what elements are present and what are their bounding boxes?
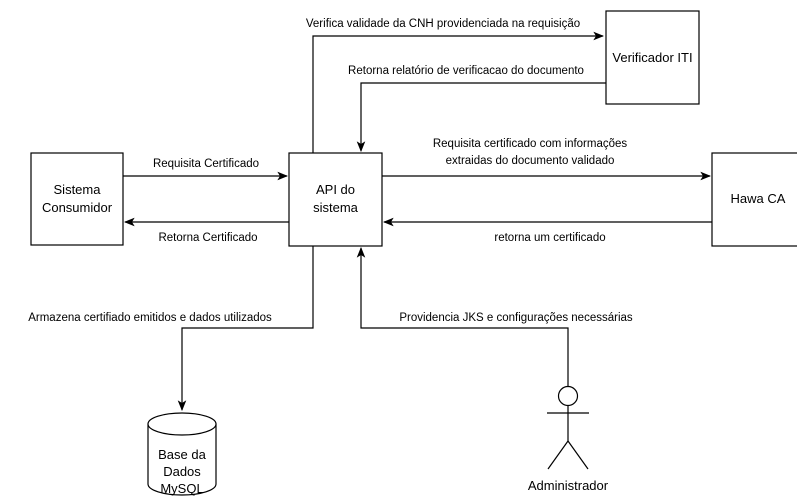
edge-label: retorna um certificado [494,232,605,244]
edge-label: Retorna relatório de verificacao do docu… [348,65,584,77]
edge-label: Armazena certifiado emitidos e dados uti… [28,312,272,324]
edge-armazena[interactable]: Armazena certifiado emitidos e dados uti… [28,246,314,412]
actor-left-leg [547,440,569,470]
edge-retorna-certificado[interactable]: Retorna Certificado [123,217,289,244]
actor-head [557,385,579,407]
node-database-mysql[interactable]: Base da Dados MySQL [147,412,217,496]
node-label-line: MySQL [160,481,203,496]
edge-retorna-um-certificado[interactable]: retorna um certificado [382,217,712,244]
edge-label: Providencia JKS e configurações necessár… [399,312,633,324]
edge-label: Requisita certificado com informações [433,138,628,150]
actor-administrador[interactable]: Administrador [528,385,609,494]
edge-label: Verifica validade da CNH providenciada n… [306,18,580,30]
edge-requisita-certificado[interactable]: Requisita Certificado [123,158,289,181]
node-label-line: Sistema [54,182,102,197]
node-api-do-sistema[interactable]: API do sistema [288,152,383,247]
actor-label: Administrador [528,478,609,493]
edge-providencia[interactable]: Providencia JKS e configurações necessár… [356,246,633,386]
edge-retorna-relatorio[interactable]: Retorna relatório de verificacao do docu… [348,65,606,153]
node-label-line: Dados [163,464,201,479]
node-sistema-consumidor[interactable]: Sistema Consumidor [30,152,124,246]
node-label-line: Verificador ITI [612,50,692,65]
actor-right-leg [567,440,589,470]
node-label-line: sistema [313,200,359,215]
node-label-line: Hawa CA [731,191,786,206]
node-label-line: API do [316,182,355,197]
edge-requisita-hawa[interactable]: Requisita certificado com informações ex… [382,138,712,181]
node-verificador-iti[interactable]: Verificador ITI [605,10,700,105]
edge-verifica-cnh[interactable]: Verifica validade da CNH providenciada n… [306,18,605,153]
node-label-line: Consumidor [42,200,113,215]
node-label-line: Base da [158,447,206,462]
edge-label: Requisita Certificado [153,158,259,170]
edge-label: extraidas do documento validado [446,155,615,167]
edge-label: Retorna Certificado [158,232,257,244]
node-hawa-ca[interactable]: Hawa CA [711,152,797,247]
